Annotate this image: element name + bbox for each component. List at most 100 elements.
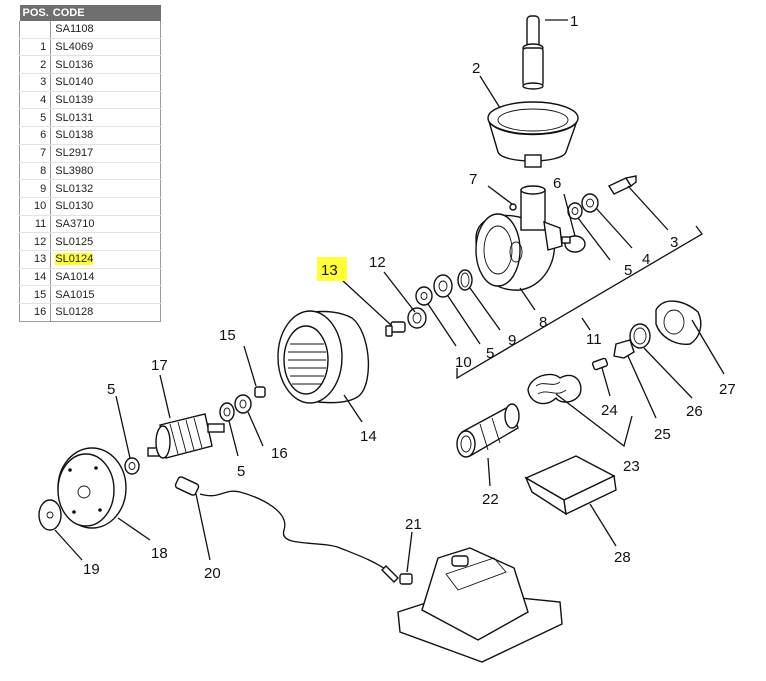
code-text: SL4069	[55, 41, 94, 54]
code-cell[interactable]: SL3980	[50, 162, 161, 181]
code-cell[interactable]: SL0125	[50, 232, 161, 251]
pos-cell: 15	[18, 285, 52, 304]
code-text: SL0136	[55, 58, 94, 71]
callout-16[interactable]: 16	[271, 445, 288, 462]
part-16-washer	[234, 394, 252, 414]
part-20-power-cord	[174, 476, 399, 583]
pos-cell: 8	[18, 162, 52, 181]
code-column-header: CODE	[50, 5, 161, 21]
callout-22[interactable]: 22	[482, 491, 499, 508]
callout-7[interactable]: 7	[469, 171, 477, 188]
code-cell[interactable]: SL0131	[50, 108, 161, 128]
callout-1[interactable]: 1	[570, 13, 578, 30]
code-cell[interactable]: SL2917	[50, 144, 161, 163]
callout-27[interactable]: 27	[719, 381, 736, 398]
callout-28[interactable]: 28	[614, 549, 631, 566]
part-4-washer	[581, 193, 599, 213]
callout-3[interactable]: 3	[670, 234, 678, 251]
code-text: SL0131	[55, 111, 94, 124]
code-text: SL3980	[55, 164, 94, 177]
part-21-screw	[399, 573, 413, 585]
code-text: SL0140	[55, 76, 94, 89]
code-cell[interactable]: SL4069	[50, 38, 161, 57]
callout-6[interactable]: 6	[553, 175, 561, 192]
code-cell[interactable]: SL0140	[50, 73, 161, 92]
part-19-gasket	[38, 499, 62, 531]
callout-15[interactable]: 15	[219, 327, 236, 344]
pos-cell: 13	[18, 250, 52, 269]
callout-14[interactable]: 14	[360, 428, 377, 445]
table-row[interactable]: SA1108	[18, 21, 161, 39]
pos-cell: 16	[18, 303, 52, 322]
callout-20[interactable]: 20	[204, 565, 221, 582]
callout-5-upper[interactable]: 5	[624, 262, 632, 279]
callout-8[interactable]: 8	[539, 314, 547, 331]
code-cell[interactable]: SL0130	[50, 197, 161, 216]
part-22-auger-tube	[456, 403, 520, 458]
callout-2[interactable]: 2	[472, 60, 480, 77]
code-cell[interactable]: SL0124	[50, 250, 161, 269]
part-17-rotor	[147, 413, 225, 459]
code-cell[interactable]: SL0136	[50, 55, 161, 75]
callout-23[interactable]: 23	[623, 458, 640, 475]
code-text: SL0130	[55, 200, 94, 213]
callout-19[interactable]: 19	[83, 561, 100, 578]
leader-lines	[54, 19, 725, 573]
code-cell[interactable]: SA1015	[50, 285, 161, 304]
callout-labels: 1 2 3 4 5 6 7 8 9 5 10 11 12 13 14 15 16…	[83, 13, 736, 582]
part-10-bearing	[433, 274, 453, 298]
code-text: SA3710	[55, 217, 95, 230]
part-5-washer-left	[124, 457, 140, 475]
callout-5-left[interactable]: 5	[107, 381, 115, 398]
callout-18[interactable]: 18	[151, 545, 168, 562]
callout-24[interactable]: 24	[601, 402, 618, 419]
callout-26[interactable]: 26	[686, 403, 703, 420]
callout-12[interactable]: 12	[369, 254, 386, 271]
code-text: SA1014	[55, 270, 95, 283]
code-cell[interactable]: SL0138	[50, 126, 161, 145]
code-cell[interactable]: SL0132	[50, 179, 161, 198]
callout-25[interactable]: 25	[654, 426, 671, 443]
code-cell[interactable]: SA1014	[50, 268, 161, 287]
code-text: SL0132	[55, 182, 94, 195]
pos-column-header: POS.	[19, 5, 51, 21]
part-15-nut	[254, 386, 266, 398]
callout-11[interactable]: 11	[586, 331, 602, 348]
callout-5-middle[interactable]: 5	[486, 345, 494, 362]
code-cell[interactable]: SL0128	[50, 303, 161, 322]
part-1-stomper	[522, 15, 544, 90]
part-7-screw	[509, 203, 517, 211]
callout-10[interactable]: 10	[455, 354, 472, 371]
pos-cell: 7	[18, 144, 52, 163]
callout-5-lower[interactable]: 5	[237, 463, 245, 480]
callout-9[interactable]: 9	[508, 332, 516, 349]
code-cell[interactable]: SA1108	[50, 21, 161, 39]
part-9-ring	[457, 269, 473, 291]
code-cell[interactable]: SA3710	[50, 215, 161, 234]
pos-cell: 11	[18, 215, 52, 234]
callout-17[interactable]: 17	[151, 357, 168, 374]
code-cell[interactable]: SL0139	[50, 91, 161, 110]
callout-13[interactable]: 13	[321, 262, 338, 279]
callout-4[interactable]: 4	[642, 251, 650, 268]
part-5-washer-lower	[219, 402, 235, 422]
code-text: SL0128	[55, 306, 94, 319]
callout-21[interactable]: 21	[405, 516, 422, 533]
